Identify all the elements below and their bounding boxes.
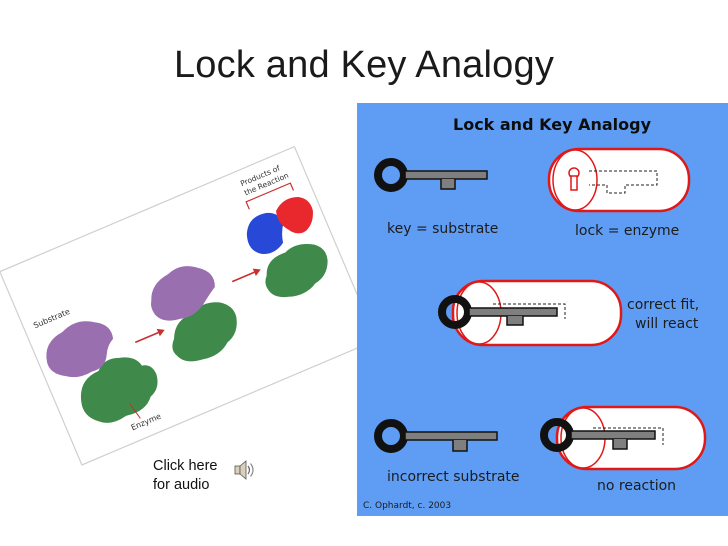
substrate-shape-1: [46, 321, 114, 378]
product-shape-a: [246, 212, 284, 254]
key-incorrect: [374, 419, 498, 453]
caption-fit-line2: will react: [635, 316, 699, 332]
product-shape-b: [276, 197, 313, 234]
caption-key: key = substrate: [387, 221, 499, 237]
key-in-lock-correct: [438, 279, 623, 347]
diagram-title: Lock and Key Analogy: [453, 115, 651, 134]
speaker-icon[interactable]: [233, 459, 257, 481]
products-bracket: [245, 182, 295, 210]
caption-incorrect: incorrect substrate: [387, 469, 520, 485]
caption-no-reaction: no reaction: [597, 478, 677, 494]
image-credit: C. Ophardt, c. 2003: [363, 501, 452, 511]
lock-and-key-picture: Lock and Key Analogy key = substrate loc…: [357, 103, 728, 516]
reaction-arrow-2-head: [252, 268, 261, 276]
lock-top: [547, 147, 691, 213]
caption-fit-line1: correct fit,: [627, 297, 700, 313]
reaction-arrow-1: [134, 331, 159, 344]
audio-label: Click here for audio: [153, 457, 217, 495]
enzyme-label-line: [129, 403, 141, 419]
key-ring-icon: [374, 158, 408, 192]
reaction-arrow-2: [231, 271, 255, 283]
enzyme-shape-3: [265, 244, 328, 298]
enzyme-shape-2: [172, 302, 237, 362]
slide-title: Lock and Key Analogy: [173, 44, 555, 86]
key-in-lock-no-reaction: [540, 405, 707, 471]
audio-label-line2: for audio: [153, 477, 210, 493]
caption-lock: lock = enzyme: [575, 223, 680, 239]
enzyme-shape-1: [80, 357, 158, 423]
audio-label-line1: Click here: [153, 458, 218, 474]
key-top: [374, 158, 488, 192]
substrate-shape-2: [151, 266, 215, 321]
reaction-arrow-1-head: [156, 328, 165, 337]
